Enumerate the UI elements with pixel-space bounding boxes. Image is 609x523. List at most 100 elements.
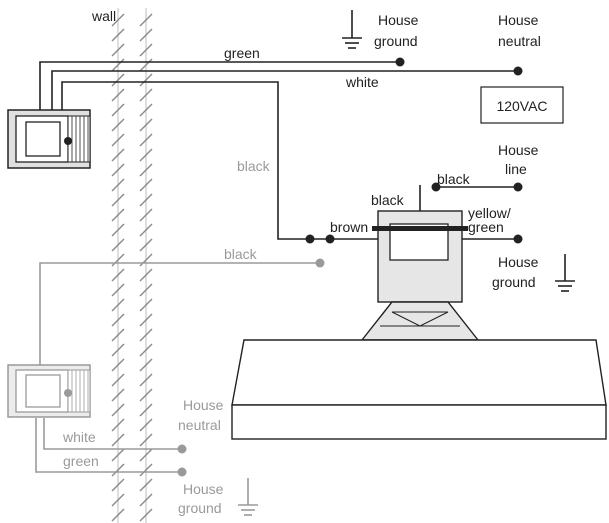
house-ground-right-line1: House: [498, 254, 539, 270]
wall-switch-upper: [7, 109, 91, 169]
grey-terminal-dots: [177, 258, 325, 477]
wall-hatch-mark: [111, 478, 125, 492]
wall-hatch-mark: [111, 433, 125, 447]
wall-hatch-mark: [111, 43, 125, 57]
black-wire-left-label: black: [237, 158, 271, 174]
wall-hatch-mark: [139, 448, 153, 462]
house-ground-top-line2: ground: [374, 33, 418, 49]
terminal-dot: [177, 444, 187, 454]
wall-hatch-mark: [111, 193, 125, 207]
wall-hatch-mark: [139, 463, 153, 477]
wall-hatch-mark: [111, 343, 125, 357]
wall-hatch-mark: [139, 58, 153, 72]
wall-hatch-mark: [139, 28, 153, 42]
wall-hatch-mark: [139, 208, 153, 222]
wall-hatch-mark: [111, 88, 125, 102]
wall-hatch-mark: [139, 298, 153, 312]
house-neutral-bottom-line2: neutral: [178, 417, 221, 433]
terminal-dot: [513, 234, 523, 244]
wall-hatch-mark: [111, 28, 125, 42]
house-ground-right-line2: ground: [492, 274, 536, 290]
wall-hatch-mark: [111, 328, 125, 342]
wall-hatch-mark: [139, 118, 153, 132]
wall-hatch-mark: [139, 193, 153, 207]
terminal-dot: [513, 182, 523, 192]
wall-hatch-mark: [111, 208, 125, 222]
wall-hatch-mark: [139, 73, 153, 87]
house-neutral-top-line1: House: [498, 12, 539, 28]
wall-hatch-mark: [111, 133, 125, 147]
terminal-dot: [431, 182, 441, 192]
wall-hatch-mark: [111, 238, 125, 252]
yellow-green-line1: yellow/: [468, 205, 511, 221]
house-ground-bottom-line2: ground: [178, 500, 222, 516]
green-wire-label: green: [224, 45, 260, 61]
wall-hatch-mark: [139, 43, 153, 57]
fan-motor: [360, 210, 480, 341]
wall-hatch-mark: [139, 268, 153, 282]
wall-hatch-mark: [139, 358, 153, 372]
terminal-dot: [177, 467, 187, 477]
wall-hatch-mark: [111, 493, 125, 507]
wall-hatch-mark: [139, 88, 153, 102]
wall-hatch-mark: [111, 103, 125, 117]
wall-hatch-mark: [111, 463, 125, 477]
terminal-dot: [395, 57, 405, 67]
white-wire-bottom-label: white: [62, 429, 96, 445]
wall-switch-lower: [7, 364, 91, 418]
wall-hatch-mark: [111, 148, 125, 162]
terminal-dot: [305, 234, 315, 244]
wall-label: wall: [91, 8, 116, 24]
wall-hatch-mark: [111, 403, 125, 417]
wall-hatch-mark: [139, 13, 153, 27]
wall-hatch-mark: [111, 373, 125, 387]
house-neutral-bottom-line1: House: [183, 397, 224, 413]
wall-hatch-mark: [111, 298, 125, 312]
wall-hatch-mark: [139, 103, 153, 117]
terminal-dot: [315, 258, 325, 268]
voltage-box: 120VAC: [480, 86, 564, 124]
wall-hatch-mark: [139, 343, 153, 357]
wall-hatch-mark: [139, 178, 153, 192]
wall-hatch-mark: [111, 253, 125, 267]
wall-hatch-mark: [139, 283, 153, 297]
wall-hatch-mark: [139, 478, 153, 492]
green-wire-bottom-label: green: [63, 453, 99, 469]
wall-hatch-mark: [139, 373, 153, 387]
wall-hatch-mark: [111, 508, 125, 522]
wall-hatch-mark: [139, 328, 153, 342]
black-motor-label: black: [371, 192, 405, 208]
black-wire-grey-label: black: [224, 246, 258, 262]
brown-wire-label: brown: [330, 219, 368, 235]
house-ground-bottom-line1: House: [183, 481, 224, 497]
wall-hatch-mark: [139, 148, 153, 162]
terminal-dots: [305, 57, 523, 244]
wall-hatch-mark: [139, 313, 153, 327]
house-neutral-top-line2: neutral: [498, 33, 541, 49]
wall-hatch-mark: [139, 163, 153, 177]
wall-hatch-mark: [111, 178, 125, 192]
voltage-label: 120VAC: [496, 98, 547, 114]
wall-hatch-mark: [111, 73, 125, 87]
house-line-line1: House: [498, 142, 539, 158]
wall-hatch-mark: [139, 388, 153, 402]
wall-hatch-mark: [139, 433, 153, 447]
wall-hatch-mark: [139, 238, 153, 252]
wall-hatch-mark: [111, 418, 125, 432]
wall: [111, 8, 153, 523]
wall-hatch-mark: [111, 358, 125, 372]
wall-hatch-mark: [139, 508, 153, 522]
wall-hatch-mark: [111, 313, 125, 327]
dark-wiring: [39, 10, 575, 292]
grey-wiring: [35, 262, 320, 516]
house-ground-top-line1: House: [378, 12, 419, 28]
wall-hatch-mark: [139, 133, 153, 147]
wall-hatch-mark: [111, 448, 125, 462]
black-line-label: black: [437, 171, 471, 187]
wall-hatch-mark: [111, 268, 125, 282]
wall-hatch-mark: [111, 223, 125, 237]
wall-hatch-mark: [139, 223, 153, 237]
wall-hatch-mark: [111, 388, 125, 402]
range-hood: [231, 339, 607, 440]
